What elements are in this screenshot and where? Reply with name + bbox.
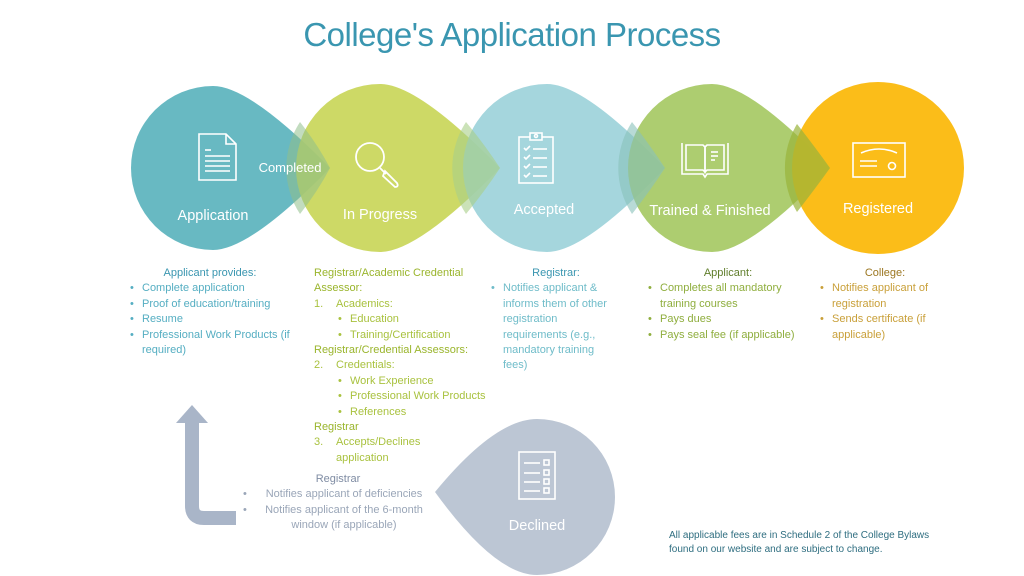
declined-description-heading: Registrar	[315, 473, 361, 485]
stage-label-in-progress: In Progress	[342, 207, 418, 223]
application-description: Applicant provides: Complete application…	[130, 266, 300, 358]
list-item: References	[338, 405, 489, 421]
declined-description: Registrar Notifies applicant of deficien…	[243, 472, 433, 534]
list-item: Training/Certification	[338, 328, 489, 344]
stage-label-trained: Trained & Finished	[649, 203, 771, 219]
connector-label-completed: Completed	[258, 160, 322, 175]
list-item: Notifies applicant & informs them of oth…	[491, 281, 621, 373]
list-item: Pays dues	[648, 312, 808, 328]
list-item: Resume	[130, 312, 300, 328]
list-item: Sends certificate (if applicable)	[820, 312, 950, 343]
in-progress-heading-1: Registrar/Academic Credential Assessor:	[314, 267, 464, 295]
accepted-description: Registrar: Notifies applicant & informs …	[491, 266, 621, 374]
list-item: Completes all mandatory training courses	[648, 281, 808, 312]
in-progress-heading-2: Registrar/Credential Assessors:	[314, 344, 469, 357]
page-title: College's Application Process	[303, 16, 721, 53]
stage-shape-application	[131, 86, 330, 250]
stage-label-registered: Registered	[842, 201, 914, 217]
application-description-heading: Applicant provides:	[163, 267, 257, 279]
checklist-icon	[518, 451, 556, 500]
list-item: Notifies applicant of the 6-month window…	[243, 503, 433, 534]
registered-description-heading: College:	[864, 267, 906, 279]
list-item: Work Experience	[338, 374, 489, 390]
stage-shape-registered	[792, 82, 964, 254]
return-arrow-icon	[176, 405, 236, 525]
registered-description: College: Notifies applicant of registrat…	[820, 266, 950, 343]
list-item: Notifies applicant of deficiencies	[243, 487, 433, 503]
step-1: 1.Academics:	[314, 297, 393, 310]
stage-label-application: Application	[177, 208, 249, 224]
stage-shape-accepted	[463, 84, 665, 252]
accepted-description-heading: Registrar:	[532, 267, 580, 279]
list-item: Professional Work Products (if required)	[130, 328, 300, 359]
declined-shape	[435, 419, 615, 575]
list-item: Education	[338, 312, 489, 328]
certificate-icon	[852, 142, 906, 178]
in-progress-heading-3: Registrar	[314, 421, 359, 434]
stage-shape-trained	[628, 84, 830, 252]
trained-description: Applicant: Completes all mandatory train…	[648, 266, 808, 343]
list-item: Pays seal fee (if applicable)	[648, 328, 808, 344]
step-2: 2.Credentials:	[314, 359, 395, 372]
list-item: Notifies applicant of registration	[820, 281, 950, 312]
step-3: 3.Accepts/Declines application	[314, 436, 421, 464]
stage-shape-in-progress	[296, 84, 500, 252]
list-item: Professional Work Products	[338, 389, 489, 405]
list-item: Complete application	[130, 281, 300, 297]
stage-label-accepted: Accepted	[513, 202, 575, 218]
open-book-icon	[681, 143, 729, 179]
in-progress-description: Registrar/Academic Credential Assessor: …	[314, 266, 489, 466]
declined-label: Declined	[508, 518, 566, 534]
clipboard-checklist-icon	[518, 132, 554, 184]
fees-footnote: All applicable fees are in Schedule 2 of…	[669, 530, 930, 555]
document-icon	[198, 133, 237, 181]
list-item: Proof of education/training	[130, 297, 300, 313]
trained-description-heading: Applicant:	[703, 267, 753, 279]
magnifier-icon	[355, 142, 399, 188]
